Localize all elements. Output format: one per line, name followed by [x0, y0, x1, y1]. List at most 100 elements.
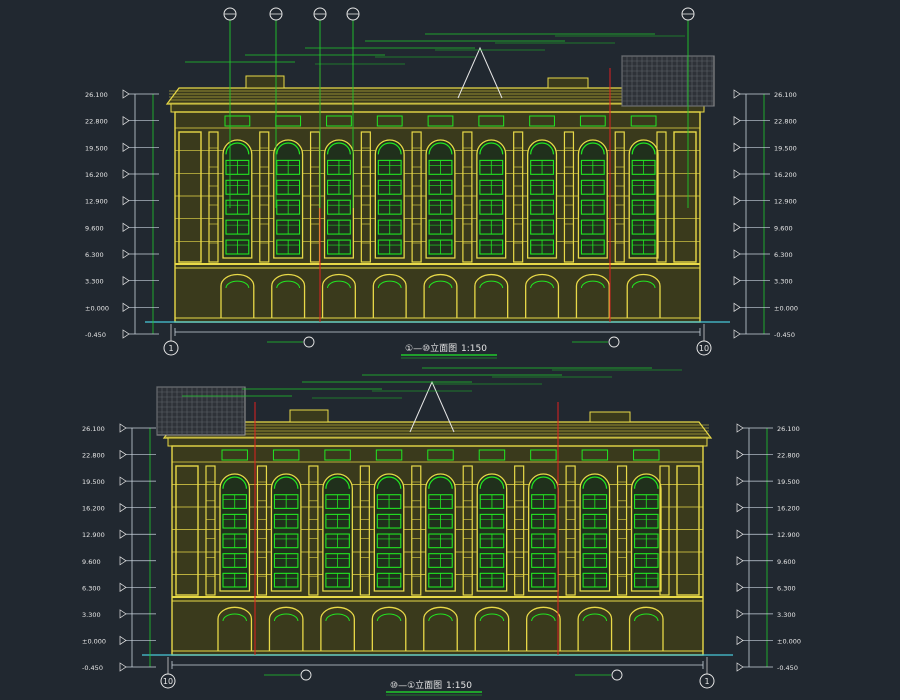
- level-dimensions-right: 26.10022.80019.50016.20012.9009.6006.300…: [733, 89, 798, 339]
- arch-fanlight: [530, 280, 554, 289]
- ground-floor-arch: [217, 606, 253, 651]
- facade-bay: [256, 449, 304, 651]
- ground-floor-arch: [525, 273, 560, 318]
- facade-bay: [513, 115, 560, 318]
- ground-floor-arch: [271, 273, 306, 318]
- pilaster: [259, 131, 270, 263]
- arch-glazing: [428, 476, 453, 489]
- ground-floor-arch: [628, 606, 664, 651]
- ground-floor-arch: [526, 606, 561, 651]
- level-label: -0.450: [774, 331, 795, 339]
- pilaster: [411, 465, 422, 596]
- level-marker: [119, 423, 127, 433]
- arch-fanlight: [582, 613, 608, 622]
- level-marker: [119, 503, 127, 513]
- ground-floor-arch: [372, 273, 407, 318]
- level-marker: [736, 635, 744, 646]
- pilaster: [659, 465, 670, 596]
- level-marker: [736, 503, 744, 513]
- level-marker: [733, 116, 741, 126]
- elevation-axis-1-to-10: 26.10022.80019.50016.20012.9009.6006.300…: [85, 7, 798, 359]
- level-label: 12.900: [777, 531, 800, 539]
- arched-window-frame: [579, 473, 611, 592]
- roof-parapet: [162, 421, 713, 447]
- arch-fanlight: [428, 613, 453, 622]
- level-label: ±0.000: [82, 637, 106, 645]
- ground-floor-arch: [268, 606, 304, 651]
- level-marker: [122, 169, 130, 179]
- level-marker: [733, 89, 741, 99]
- arched-window-frame: [628, 139, 659, 259]
- facade-bay: [462, 115, 509, 318]
- level-label: 16.200: [85, 171, 108, 179]
- level-label: 22.800: [774, 118, 797, 126]
- level-label: 22.800: [85, 118, 108, 126]
- arched-window-frame: [577, 139, 608, 259]
- level-label: 26.100: [82, 425, 105, 433]
- arched-window-frame: [322, 473, 353, 592]
- arch-fanlight: [479, 613, 505, 622]
- level-label: 16.200: [774, 171, 797, 179]
- ground-floor-arch: [626, 273, 661, 318]
- arch-glazing: [580, 142, 605, 155]
- attic-window: [630, 115, 657, 127]
- level-marker: [119, 529, 127, 539]
- level-marker: [122, 142, 130, 152]
- arch-fanlight: [479, 280, 504, 289]
- arch-fanlight: [327, 280, 351, 289]
- roof-tank-room: [589, 411, 631, 423]
- facade-bay: [565, 449, 613, 651]
- roof-stair-tower: [245, 75, 285, 89]
- arched-window-frame: [476, 139, 507, 259]
- level-marker: [119, 609, 127, 619]
- facade-bay: [205, 449, 253, 651]
- pilaster: [205, 465, 216, 596]
- level-marker: [733, 142, 741, 152]
- ground-floor-arch: [371, 606, 407, 651]
- level-label: 3.300: [774, 278, 793, 286]
- arched-window-frame: [425, 473, 456, 592]
- level-marker: [733, 249, 741, 259]
- arch-fanlight: [377, 280, 402, 289]
- level-label: 16.200: [777, 505, 800, 513]
- pilaster: [563, 131, 575, 263]
- pilaster: [359, 465, 370, 596]
- level-label: 9.600: [777, 558, 796, 566]
- elevation-axis-10-to-1: 26.10022.80019.50016.20012.9009.6006.300…: [82, 367, 801, 696]
- roof-tank-room: [547, 77, 589, 89]
- facade-bay: [563, 115, 610, 318]
- level-marker: [736, 582, 744, 592]
- arched-window-frame: [219, 473, 251, 592]
- level-label: 9.600: [85, 224, 104, 232]
- corner-pilaster-left: [175, 465, 199, 596]
- level-label: 3.300: [85, 278, 104, 286]
- attic-window: [633, 449, 660, 461]
- level-label: 16.200: [82, 505, 105, 513]
- arch-fanlight: [222, 613, 247, 622]
- roof-ridge-marker: [457, 46, 503, 99]
- pilaster: [462, 131, 473, 263]
- pilaster: [208, 131, 219, 263]
- attic-window: [427, 115, 454, 127]
- ground-floor-arch: [320, 606, 355, 651]
- level-label: 22.800: [777, 452, 800, 460]
- level-label: 26.100: [777, 425, 800, 433]
- arch-fanlight: [273, 613, 299, 622]
- axis-label-start: 1: [168, 344, 173, 353]
- arch-fanlight: [428, 280, 453, 289]
- arch-fanlight: [631, 280, 656, 289]
- level-marker: [122, 249, 130, 259]
- attic-window: [224, 115, 251, 127]
- arch-fanlight: [531, 613, 556, 622]
- level-label: 9.600: [774, 224, 793, 232]
- level-dimensions-right: 26.10022.80019.50016.20012.9009.6006.300…: [736, 423, 801, 672]
- attic-window: [272, 449, 300, 461]
- level-label: 26.100: [774, 91, 797, 99]
- arch-fanlight: [376, 613, 402, 622]
- level-label: 26.100: [85, 91, 108, 99]
- attic-window: [427, 449, 454, 461]
- pilaster: [513, 131, 524, 263]
- arched-window-frame: [425, 139, 456, 259]
- pilaster: [462, 465, 473, 596]
- level-label: 6.300: [82, 584, 101, 592]
